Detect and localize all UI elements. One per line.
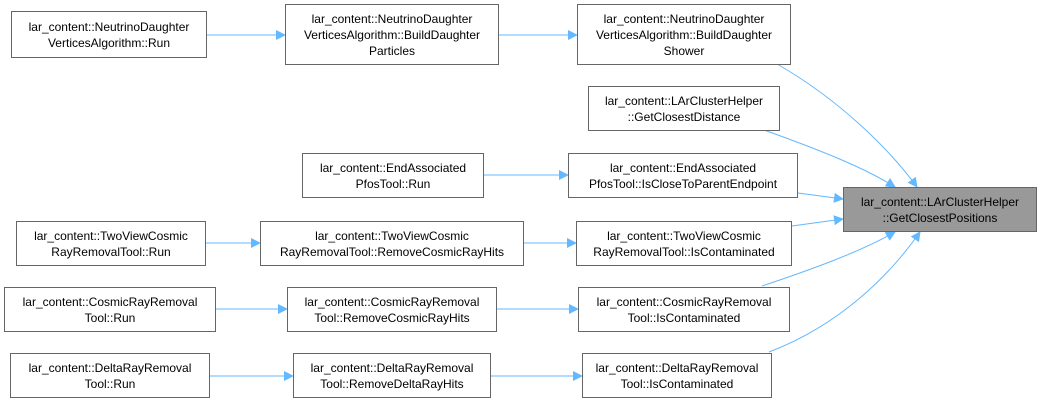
edge-two-view-is-contaminated-to-get-closest-positions xyxy=(791,215,844,227)
node-line: lar_content::EndAssociated xyxy=(319,160,467,175)
node-line: VerticesAlgorithm::Run xyxy=(47,35,171,50)
node-build-daughter-particles[interactable]: lar_content::NeutrinoDaughter VerticesAl… xyxy=(285,4,499,65)
node-neutrino-daughter-vertices-run[interactable]: lar_content::NeutrinoDaughter VerticesAl… xyxy=(11,11,207,58)
node-delta-ray-removal-run[interactable]: lar_content::DeltaRayRemoval Tool::Run xyxy=(10,353,210,398)
node-get-closest-distance[interactable]: lar_content::LArClusterHelper ::GetClose… xyxy=(588,86,780,131)
edge-cosmic-is-contaminated-to-get-closest-positions xyxy=(761,231,896,287)
node-line: lar_content::DeltaRayRemoval xyxy=(28,360,192,375)
node-line: PfosTool::Run xyxy=(355,176,431,191)
node-two-view-remove-cosmic-ray-hits[interactable]: lar_content::TwoViewCosmic RayRemovalToo… xyxy=(260,221,524,266)
edge-delta-is-contaminated-to-get-closest-positions xyxy=(768,231,921,353)
node-line: lar_content::LArClusterHelper xyxy=(860,194,1020,209)
node-line: Shower xyxy=(663,43,705,58)
node-line: RayRemovalTool::RemoveCosmicRayHits xyxy=(279,244,505,259)
node-delta-remove-delta-ray-hits[interactable]: lar_content::DeltaRayRemoval Tool::Remov… xyxy=(293,353,491,398)
node-line: Tool::IsContaminated xyxy=(627,310,741,325)
node-line: RayRemovalTool::IsContaminated xyxy=(593,244,775,259)
node-two-view-is-contaminated[interactable]: lar_content::TwoViewCosmic RayRemovalToo… xyxy=(576,221,792,266)
edge-is-close-to-parent-to-get-closest-positions xyxy=(797,192,844,203)
node-line: lar_content::DeltaRayRemoval xyxy=(310,360,474,375)
edge-get-closest-distance-to-get-closest-positions xyxy=(763,129,896,188)
node-line: lar_content::NeutrinoDaughter xyxy=(603,11,765,26)
node-line: lar_content::CosmicRayRemoval xyxy=(304,294,480,309)
node-line: ::GetClosestPositions xyxy=(882,210,998,225)
node-cosmic-remove-cosmic-ray-hits[interactable]: lar_content::CosmicRayRemoval Tool::Remo… xyxy=(287,287,497,332)
node-line: lar_content::CosmicRayRemoval xyxy=(22,294,198,309)
node-line: Tool::RemoveDeltaRayHits xyxy=(320,376,464,391)
node-line: Tool::Run xyxy=(84,376,136,391)
node-is-close-to-parent-endpoint[interactable]: lar_content::EndAssociated PfosTool::IsC… xyxy=(568,153,798,198)
node-line: lar_content::NeutrinoDaughter xyxy=(311,11,473,26)
node-line: lar_content::NeutrinoDaughter xyxy=(28,19,190,34)
node-two-view-cosmic-run[interactable]: lar_content::TwoViewCosmic RayRemovalToo… xyxy=(16,221,206,266)
node-line: VerticesAlgorithm::BuildDaughter xyxy=(595,27,773,42)
edge-build-daughter-shower-to-get-closest-positions xyxy=(776,63,918,188)
node-line: lar_content::TwoViewCosmic xyxy=(315,228,469,243)
node-line: lar_content::CosmicRayRemoval xyxy=(596,294,772,309)
node-line: lar_content::TwoViewCosmic xyxy=(34,228,188,243)
node-build-daughter-shower[interactable]: lar_content::NeutrinoDaughter VerticesAl… xyxy=(577,4,791,65)
node-line: lar_content::TwoViewCosmic xyxy=(607,228,761,243)
node-line: RayRemovalTool::Run xyxy=(51,244,171,259)
node-line: lar_content::DeltaRayRemoval xyxy=(595,360,759,375)
node-cosmic-ray-removal-run[interactable]: lar_content::CosmicRayRemoval Tool::Run xyxy=(4,287,216,332)
node-line: Tool::IsContaminated xyxy=(620,376,734,391)
node-line: Tool::Run xyxy=(84,310,136,325)
node-line: Particles xyxy=(368,43,415,58)
node-line: lar_content::LArClusterHelper xyxy=(604,93,764,108)
node-end-associated-pfos-run[interactable]: lar_content::EndAssociated PfosTool::Run xyxy=(302,153,484,198)
node-line: VerticesAlgorithm::BuildDaughter xyxy=(303,27,481,42)
node-line: Tool::RemoveCosmicRayHits xyxy=(314,310,470,325)
node-line: PfosTool::IsCloseToParentEndpoint xyxy=(588,176,778,191)
node-delta-is-contaminated[interactable]: lar_content::DeltaRayRemoval Tool::IsCon… xyxy=(582,353,772,398)
node-cosmic-is-contaminated[interactable]: lar_content::CosmicRayRemoval Tool::IsCo… xyxy=(578,287,790,332)
node-line: lar_content::EndAssociated xyxy=(609,160,757,175)
node-get-closest-positions-focus: lar_content::LArClusterHelper ::GetClose… xyxy=(843,187,1037,232)
node-line: ::GetClosestDistance xyxy=(627,109,741,124)
